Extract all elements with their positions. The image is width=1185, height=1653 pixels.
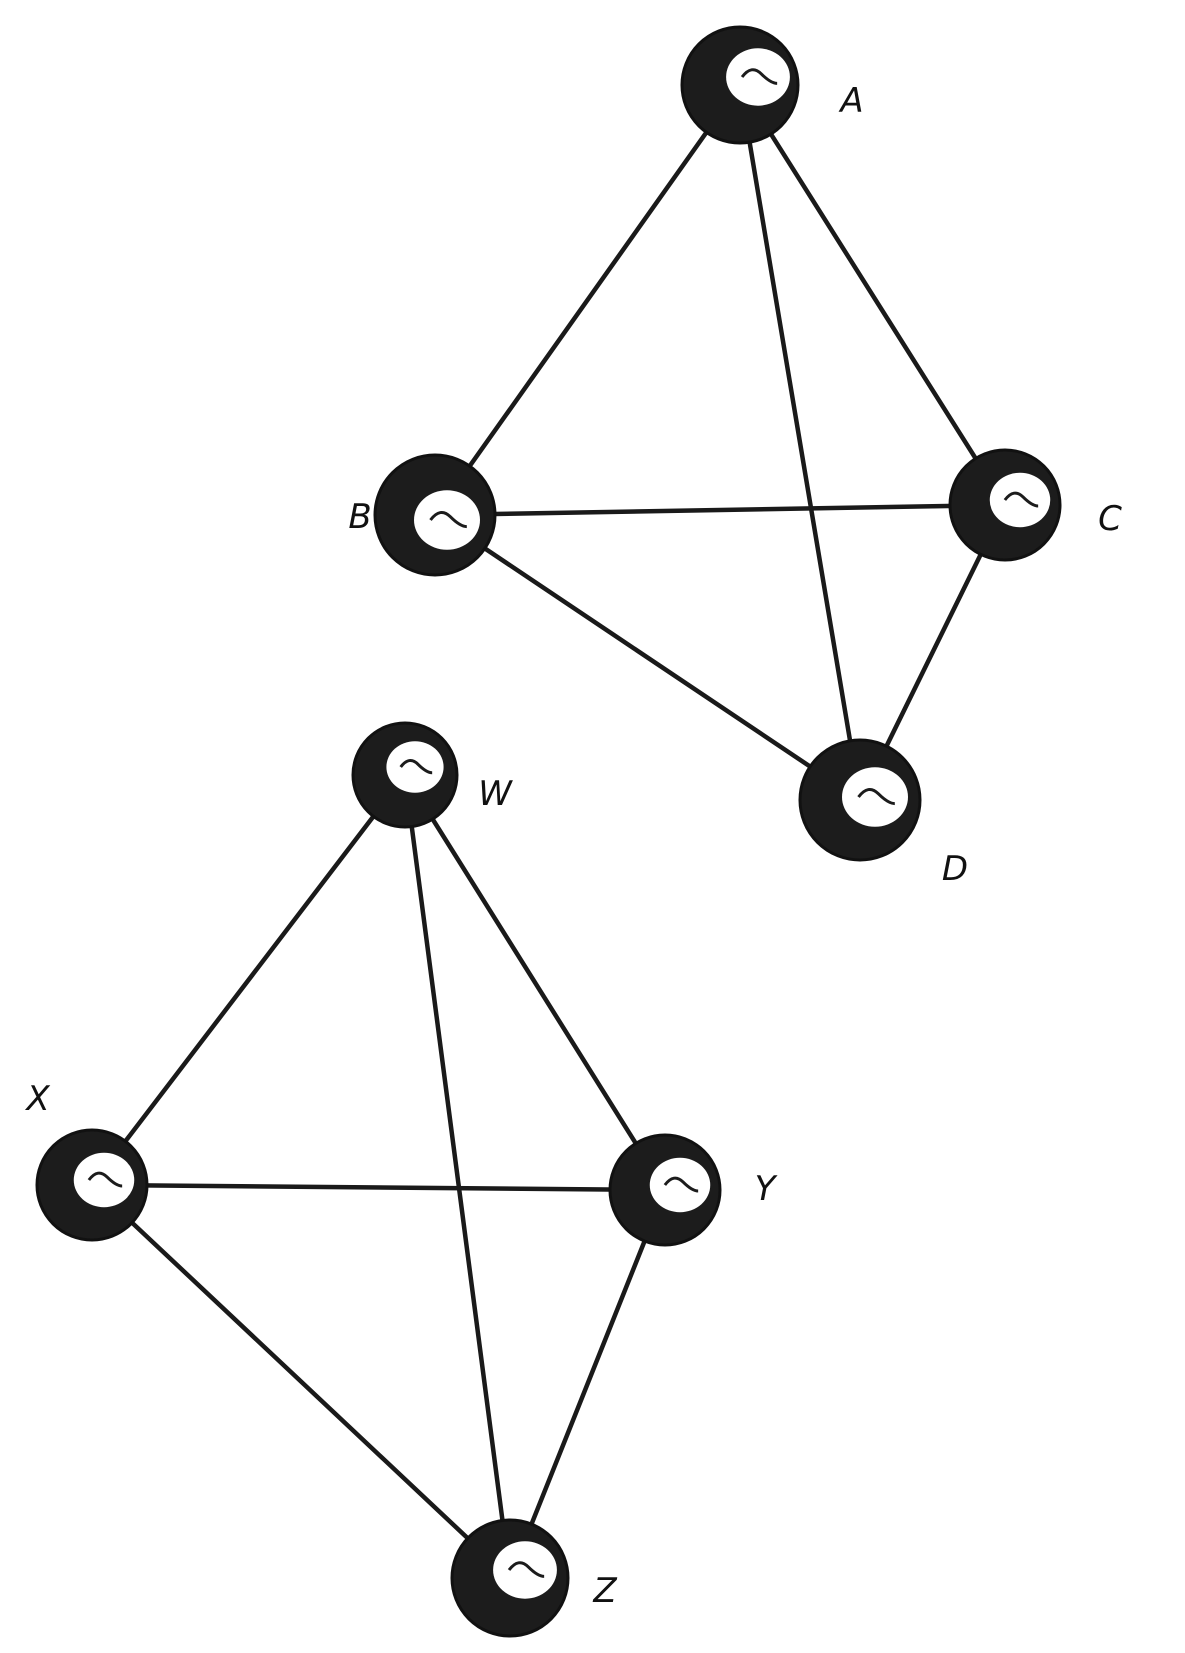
atom-X-texture: [87, 1171, 123, 1188]
vertex-label-B: B: [348, 497, 371, 537]
bond-B-D: [432, 512, 863, 803]
atom-B-highlight: [414, 490, 480, 550]
atom-A-highlight: [726, 48, 790, 106]
atom-A-rim: [680, 25, 800, 145]
labels-layer: A B C D W X Y Z: [24, 81, 1122, 1611]
atom-C-rim: [948, 448, 1062, 562]
atom-D-texture: [857, 788, 895, 806]
atom-B-rim: [373, 453, 497, 577]
atom-C-texture: [1003, 491, 1039, 508]
vertices-layer: [35, 25, 1062, 1638]
atom-C: [948, 448, 1062, 562]
atom-Z-rim: [450, 1518, 570, 1638]
atom-Y-texture: [663, 1176, 699, 1193]
atom-X: [35, 1128, 149, 1242]
vertex-label-X: X: [24, 1079, 50, 1119]
atom-Y: [608, 1133, 722, 1247]
atom-D: [798, 738, 922, 862]
vertex-label-Z: Z: [592, 1571, 617, 1611]
atom-Z-highlight: [493, 1541, 557, 1599]
bond-A-D: [737, 82, 863, 803]
atom-A-texture: [740, 68, 778, 85]
atom-B: [373, 453, 497, 577]
bond-X-Z: [89, 1182, 513, 1581]
vertex-label-W: W: [478, 774, 513, 814]
bond-W-Z: [402, 772, 513, 1581]
atom-Z: [450, 1518, 570, 1638]
bond-A-C: [737, 82, 1008, 508]
atom-B-texture: [429, 511, 467, 529]
atom-A: [680, 25, 800, 145]
bond-B-C: [432, 502, 1008, 518]
bond-W-X: [89, 772, 408, 1188]
atom-W-highlight: [386, 741, 444, 793]
bond-X-Y: [89, 1182, 668, 1193]
vertex-label-C: C: [1098, 499, 1122, 539]
atom-D-rim: [798, 738, 922, 862]
bond-Y-Z: [507, 1187, 668, 1581]
atom-W-rim: [351, 721, 459, 829]
vertex-label-D: D: [942, 849, 968, 889]
atom-C-highlight: [989, 472, 1051, 528]
atom-X-highlight: [73, 1152, 135, 1208]
atom-W-texture: [399, 759, 433, 775]
atom-D-highlight: [842, 767, 908, 827]
atom-Z-texture: [507, 1561, 545, 1578]
atom-Y-rim: [608, 1133, 722, 1247]
vertex-label-Y: Y: [755, 1169, 778, 1209]
bond-W-Y: [402, 772, 668, 1193]
atom-Y-highlight: [649, 1157, 711, 1213]
vertex-label-A: A: [838, 81, 863, 121]
atom-W: [351, 721, 459, 829]
bond-A-B: [432, 82, 743, 518]
atom-X-rim: [35, 1128, 149, 1242]
